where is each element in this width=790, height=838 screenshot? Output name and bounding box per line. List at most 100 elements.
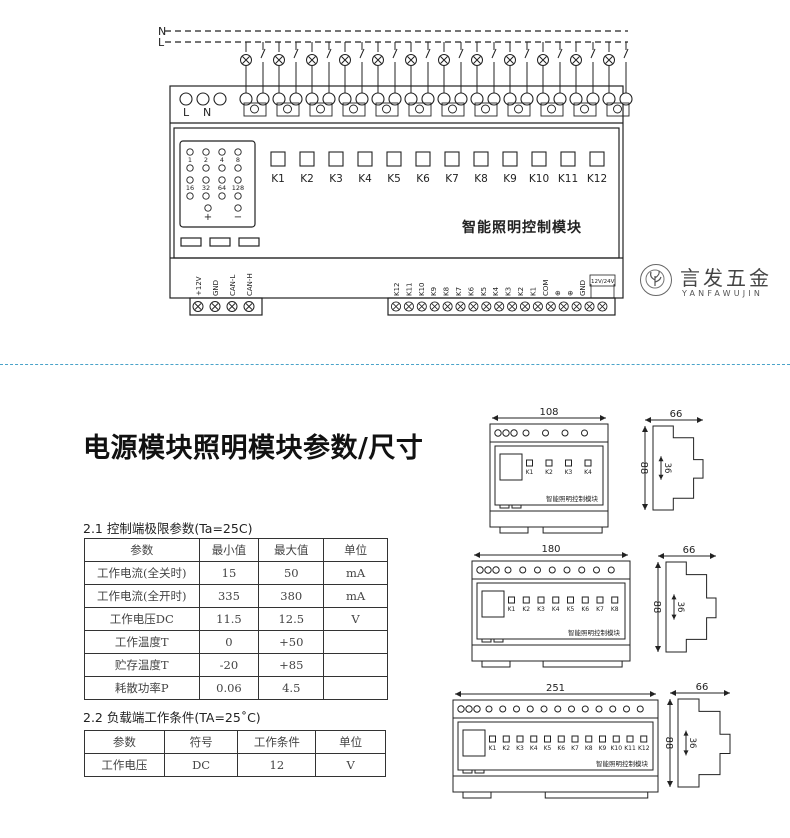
table-cell [323, 630, 388, 654]
dim-ch-terminal-2-1 [519, 566, 527, 574]
table-cell: 0 [198, 630, 260, 654]
dim-channel-led-2-6 [596, 596, 604, 604]
dim-channel-label-2-4: K5 [567, 606, 575, 613]
module-name: 智能照明控制模块 [461, 219, 582, 236]
table-cell: DC [163, 753, 239, 777]
input-terminal-screw-7 [483, 303, 490, 310]
input-terminal-label-9: K3 [505, 287, 513, 296]
channel-label-9: K9 [503, 173, 517, 185]
switch-10 [557, 48, 563, 59]
channel-label-6: K6 [416, 173, 430, 185]
relay-screw-3 [316, 104, 325, 114]
switch-12 [623, 48, 629, 59]
dim-power-terminal-2-2 [492, 566, 500, 574]
width-dim-arrows-2 [474, 552, 628, 558]
dim-small-rect-2-0 [481, 638, 492, 643]
dip-label-5: 32 [202, 184, 210, 192]
height-dim-value-1: 88 [638, 462, 649, 475]
dim-input-strip-2 [542, 660, 623, 668]
dip-sign-dot-0 [204, 204, 212, 212]
width-dim-value-2: 180 [541, 544, 560, 555]
dim-channel-label-2-0: K1 [508, 606, 516, 613]
table-cell: 工作电压 [84, 753, 165, 777]
table-cell: 工作电压DC [84, 607, 200, 631]
dim-channel-label-2-7: K8 [611, 606, 619, 613]
table-cell: 11.5 [198, 607, 260, 631]
column-header: 最小值 [198, 538, 260, 562]
dim-ch-terminal-3-5 [554, 705, 562, 713]
relay-terminal-a-2 [272, 92, 286, 106]
relay-terminal-b-11 [586, 92, 600, 106]
dim-channel-label-3-2: K3 [516, 745, 524, 752]
relay-terminal-b-7 [454, 92, 468, 106]
table-cell: 50 [258, 561, 325, 585]
dim-channel-led-3-0 [489, 735, 496, 743]
dim-channel-led-3-9 [612, 735, 620, 743]
input-terminal-label-15: GND [579, 280, 587, 296]
dim-channel-led-2-1 [522, 596, 530, 604]
dip-top-1-0 [186, 176, 194, 184]
power-terminal-2 [213, 92, 227, 106]
dim-channel-label-3-5: K6 [557, 745, 565, 752]
dim-ch-terminal-2-7 [607, 566, 615, 574]
switch-11 [590, 48, 596, 59]
height-dim-arrows-3 [667, 699, 673, 787]
depth-dim-arrows-3 [670, 690, 730, 696]
front-body-1 [489, 423, 609, 528]
dip-top-0-1 [202, 148, 210, 156]
dim-ch-terminal-3-4 [540, 705, 548, 713]
input-terminal-screw-13 [560, 303, 567, 310]
dip-top-1-1 [202, 176, 210, 184]
relay-bracket-11 [573, 102, 597, 117]
dim-dip-box-3 [462, 729, 486, 757]
dim-small-rect-3-1 [474, 769, 485, 774]
dip-label-3: 8 [236, 156, 240, 164]
dip-top-0-3 [234, 148, 242, 156]
input-terminal-label-6: K6 [467, 286, 475, 296]
relay-terminal-a-3 [305, 92, 319, 106]
table-cell: 335 [198, 584, 260, 608]
dim-channel-led-3-4 [544, 735, 551, 743]
relay-terminal-b-8 [487, 92, 501, 106]
dip-bottom-1-2 [218, 192, 226, 200]
dim-bus-strip-3 [462, 791, 492, 799]
side-body-2 [665, 561, 717, 653]
front-panel-1 [494, 445, 604, 506]
channel-label-12: K12 [587, 173, 607, 185]
table-row: 贮存温度T-20+85 [84, 653, 388, 677]
channel-label-5: K5 [387, 173, 401, 185]
relay-bracket-7 [441, 102, 465, 117]
channel-label-4: K4 [358, 173, 372, 185]
table-cell: 贮存温度T [84, 653, 200, 677]
input-terminal-label-14: ⊕ [567, 290, 575, 296]
relay-terminal-a-11 [569, 92, 583, 106]
channel-led-7 [444, 151, 460, 167]
relay-terminal-b-12 [619, 92, 633, 106]
table-cell: 12 [237, 753, 317, 777]
channel-led-4 [357, 151, 373, 167]
dim-power-terminal-2-1 [484, 566, 492, 574]
dim-channel-label-1-3: K4 [584, 469, 592, 476]
column-header: 参数 [84, 538, 200, 562]
brand-logo: 言发五金 YANFAWUJIN [640, 258, 780, 304]
dim-ch-terminal-1-2 [561, 429, 569, 437]
side-body-3 [677, 698, 731, 788]
power-terminal-0 [179, 92, 193, 106]
dip-bottom-0-2 [218, 164, 226, 172]
dim-power-terminal-3-2 [473, 705, 481, 713]
relay-terminal-b-3 [322, 92, 336, 106]
width-dim-arrows-3 [455, 691, 656, 697]
column-header: 单位 [315, 730, 386, 754]
brand-romanized: YANFAWUJIN [682, 289, 764, 298]
dim-channel-led-1-0 [526, 459, 533, 467]
page-heading: 电源模块照明模块参数/尺寸 [83, 433, 424, 464]
dim-channel-label-3-6: K7 [571, 745, 579, 752]
terminal-l-label: L [183, 106, 190, 119]
dim-channel-label-3-0: K1 [489, 745, 497, 752]
input-terminal-screw-3 [431, 303, 438, 310]
input-terminal-screw-6 [470, 303, 477, 310]
dim-channel-label-3-1: K2 [502, 745, 510, 752]
dim-ch-terminal-2-5 [578, 566, 586, 574]
column-header: 符号 [163, 730, 239, 754]
